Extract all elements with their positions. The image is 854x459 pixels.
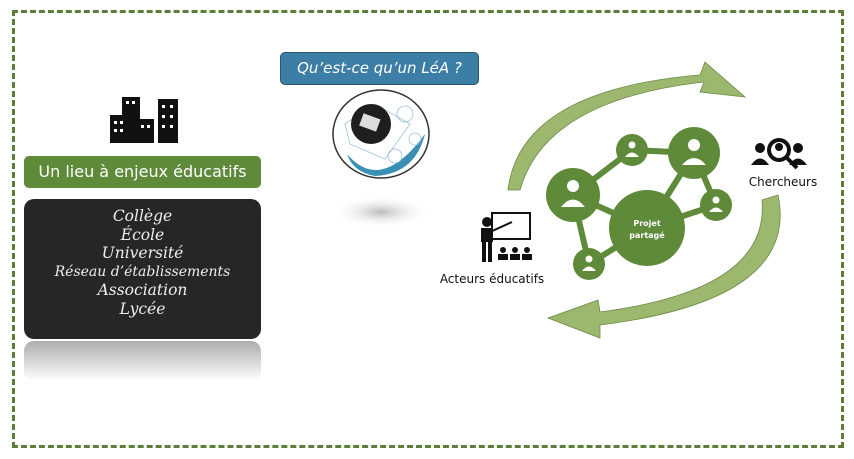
person-node	[700, 189, 732, 221]
researchers-search-icon	[751, 138, 807, 170]
person-icons	[561, 139, 723, 271]
blackboard-reflection	[24, 341, 261, 381]
cycle-arrow-top	[507, 61, 747, 191]
dashed-frame	[12, 10, 844, 448]
place-item: Association	[97, 281, 188, 299]
person-node	[546, 168, 600, 222]
blackboard: Collège École Université Réseau d’établi…	[24, 199, 261, 339]
person-node	[668, 127, 720, 179]
place-label: Un lieu à enjeux éducatifs	[24, 156, 261, 188]
place-item: Réseau d’établissements	[54, 263, 231, 280]
person-node	[573, 248, 605, 280]
cycle-arrow-bottom	[546, 194, 781, 339]
place-item: Lycée	[119, 299, 166, 318]
lea-globe-logo	[331, 89, 431, 228]
center-node	[609, 190, 685, 266]
title-box: Qu’est-ce qu’un LéA ?	[280, 52, 479, 85]
place-item: Collège	[112, 207, 173, 225]
person-node	[616, 134, 648, 166]
center-label-1: Projet	[633, 219, 660, 228]
researchers-label: Chercheurs	[748, 175, 818, 189]
center-label-2: partagé	[629, 230, 665, 240]
place-item: Université	[101, 244, 184, 262]
actors-label: Acteurs éducatifs	[439, 272, 545, 286]
teacher-icon	[481, 212, 532, 262]
buildings-icon	[110, 97, 178, 143]
place-item: École	[120, 225, 165, 244]
